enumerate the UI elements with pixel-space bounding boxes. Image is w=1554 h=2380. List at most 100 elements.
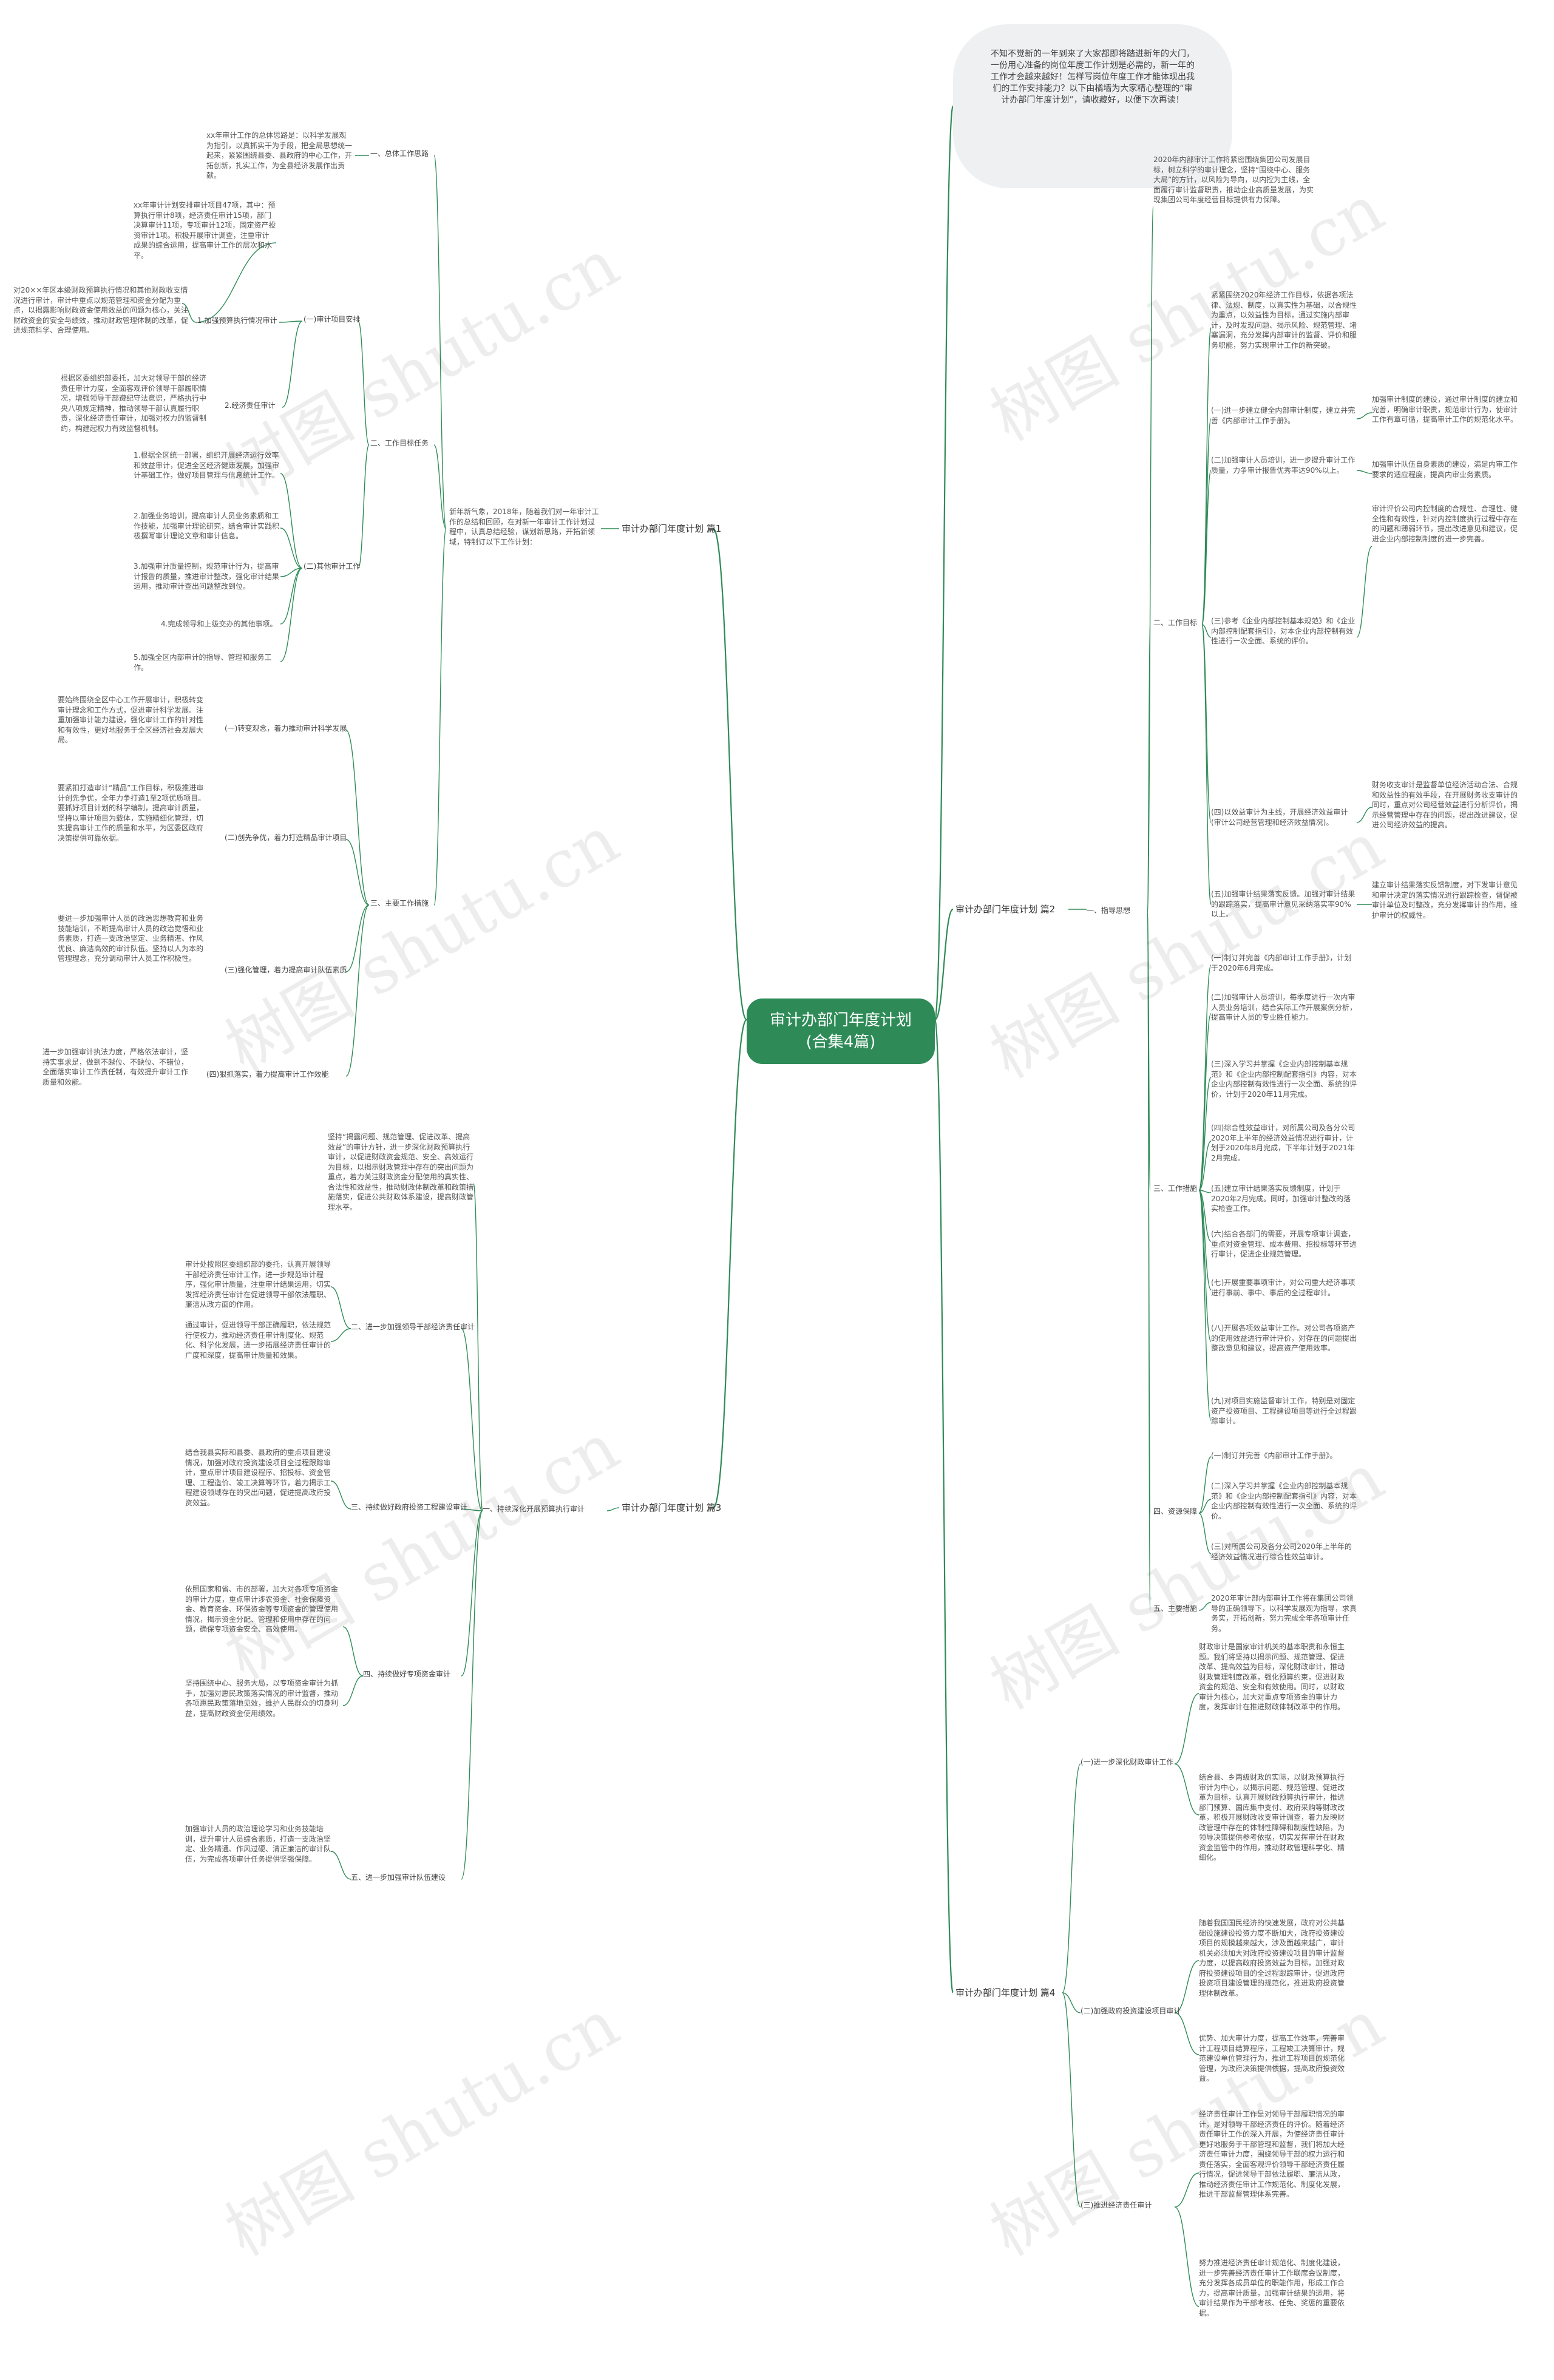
connector xyxy=(195,242,277,323)
connector xyxy=(1201,470,1212,625)
connector xyxy=(934,1019,954,1994)
p1-s1-text: xx年审计工作的总体思路是：以科学发展观为指引，以真抓实干为手段，把全局思想统一… xyxy=(206,131,353,180)
connector xyxy=(1198,1013,1212,1191)
p3-s2-label[interactable]: 二、进一步加强领导干部经济责任审计 xyxy=(351,1323,475,1331)
p3-s4-text: 依照国家和省、市的部署，加大对各项专项资金的审计力度，重点审计涉农资金、社会保障… xyxy=(185,1585,339,1633)
connector xyxy=(1356,546,1372,638)
connector xyxy=(1147,206,1154,913)
p2-s3-item: (六)结合各部门的需要，开展专项审计调查，重点对资金管理、成本费用、招投标等环节… xyxy=(1211,1230,1357,1258)
p1-s3-item-text: 要紧扣打造审计“精品”工作目标，积极推进审计创先争优，全年力争打造1至2项优质项… xyxy=(58,784,206,842)
p2-s2-item-text: 建立审计结果落实反馈制度，对下发审计意见和审计决定的落实情况进行跟踪检查，督促被… xyxy=(1372,881,1518,920)
p3-s1-label[interactable]: 一、持续深化开展预算执行审计 xyxy=(483,1505,585,1513)
p1-s2-1-label[interactable]: (一)审计项目安排 xyxy=(304,315,361,324)
connector xyxy=(1198,1190,1212,1242)
p1-s3-item-label[interactable]: (三)强化管理，着力提高审计队伍素质 xyxy=(225,966,347,974)
connector xyxy=(1198,1499,1212,1514)
connector xyxy=(433,155,447,529)
connector xyxy=(1198,1190,1212,1193)
p1-s3-item-text: 要进一步加强审计人员的政治思想教育和业务技能培训，不断提高审计人员的政治觉悟和业… xyxy=(58,914,204,963)
root-topic[interactable]: 审计办部门年度计划(合集4篇) xyxy=(747,998,935,1064)
p4-s2-label[interactable]: (二)加强政府投资建设项目审计 xyxy=(1081,2007,1181,2015)
connector xyxy=(1174,2206,1199,2307)
connector xyxy=(1174,2172,1199,2208)
p1-s3-item-label[interactable]: (二)创先争优，着力打造精品审计项目 xyxy=(225,833,347,842)
p3-s1-text: 坚持“揭露问题、规范管理、促进改革、提高效益”的审计方针，进一步深化财政预算执行… xyxy=(328,1133,474,1212)
p4-s1-text: 财政审计是国家审计机关的基本职责和永恒主题。我们将坚持以揭示问题、规范管理、促进… xyxy=(1199,1643,1345,1711)
connector xyxy=(1201,624,1212,823)
p4-s3-label[interactable]: (三)推进经济责任审计 xyxy=(1081,2201,1152,2209)
connector xyxy=(280,568,303,577)
p2-s2-text: 紧紧围绕2020年经济工作目标，依据各项法律、法规、制度，以真实性为基础，以合规… xyxy=(1211,291,1357,350)
connector xyxy=(1201,624,1212,638)
p2-s3-label[interactable]: 三、工作措施 xyxy=(1153,1184,1198,1193)
p2-s2-item-label[interactable]: (三)参考《企业内部控制基本规范》和《企业内部控制配套指引》，对本企业内部控制有… xyxy=(1211,617,1356,645)
p3-s4-label[interactable]: 四、持续做好专项资金审计 xyxy=(363,1670,451,1678)
connector xyxy=(342,1626,364,1677)
connector xyxy=(182,303,197,323)
branch-part-4[interactable]: 审计办部门年度计划 篇4 xyxy=(955,1987,1056,1998)
p1-s2-1-1-extra: 对20××年区本级财政预算执行情况和其他财政收支情况进行审计，审计中重点以规范管… xyxy=(13,286,189,334)
p2-s3-item: (八)开展各项效益审计工作。对公司各项资产的使用效益进行审计评价，对存在的问题提… xyxy=(1211,1324,1357,1352)
connector xyxy=(345,904,370,972)
p1-s2-1-2-label[interactable]: 2.经济责任审计 xyxy=(225,401,276,410)
p3-s2-text: 审计处按照区委组织部的委托，认真开展领导干部经济责任审计工作，进一步规范审计程序… xyxy=(185,1260,331,1309)
p2-s2-item-label[interactable]: (一)进一步建立健全内部审计制度，建立并完善《内部审计工作手册》。 xyxy=(1211,406,1356,425)
p2-s2-item-label[interactable]: (二)加强审计人员培训，进一步提升审计工作质量，力争审计报告优秀率达90%以上。 xyxy=(1211,456,1356,475)
connector xyxy=(282,320,303,408)
p1-s2-2-item: 5.加强全区内部审计的指导、管理和服务工作。 xyxy=(134,653,272,672)
connector xyxy=(461,1328,483,1511)
p1-s1-label[interactable]: 一、总体工作思路 xyxy=(370,149,429,158)
connector xyxy=(1198,1190,1212,1342)
connector xyxy=(461,1510,483,1677)
p2-s1-text: 2020年内部审计工作将紧密围绕集团公司发展目标，树立科学的审计理念，坚持“围绕… xyxy=(1153,155,1314,204)
branch-part-2[interactable]: 审计办部门年度计划 篇2 xyxy=(955,904,1056,915)
p2-s5-label[interactable]: 五、主要措施 xyxy=(1153,1604,1198,1613)
connector xyxy=(330,1480,351,1510)
p2-s2-item-text: 加强审计队伍自身素质的建设，满足内审工作要求的适应程度，提高内审业务素质。 xyxy=(1372,460,1518,479)
p3-s4-text2: 坚持围绕中心、服务大局，以专项资金审计为抓手，加强对惠民政策落实情况的审计监督，… xyxy=(185,1679,339,1718)
p1-s2-1-1-label[interactable]: 1.加强预算执行情况审计 xyxy=(197,316,277,325)
connector xyxy=(1147,912,1151,1611)
connector xyxy=(330,1851,351,1880)
p4-s1-label[interactable]: (一)进一步深化财政审计工作 xyxy=(1081,1758,1174,1766)
connector xyxy=(1174,1693,1199,1765)
p1-s3-item-label[interactable]: (四)狠抓落实，着力提高审计工作效能 xyxy=(206,1070,329,1079)
p1-s2-2-item: 1.根据全区统一部署，组织开展经济运行效率和效益审计，促进全区经济健康发展，加强… xyxy=(134,451,280,480)
p1-s2-1-2-text: 根据区委组织部委托，加大对领导干部的经济责任审计力度，全面客观评价领导干部履职情… xyxy=(61,374,207,433)
connector xyxy=(1201,624,1212,905)
connector xyxy=(280,527,303,569)
connector xyxy=(934,908,954,1021)
connector xyxy=(345,730,370,906)
p1-s3-item-text: 进一步加强审计执法力度，严格依法审计，坚持实事求是，做到不越位、不缺位、不错位，… xyxy=(42,1048,189,1087)
p4-s3-text: 经济责任审计工作是对领导干部履职情况的审计，是对领导干部经济责任的评价。随着经济… xyxy=(1199,2110,1345,2199)
connector xyxy=(1356,412,1372,419)
p1-s2-2-label[interactable]: (二)其他审计工作 xyxy=(304,562,361,571)
p3-s3-label[interactable]: 三、持续做好政府投资工程建设审计 xyxy=(351,1503,468,1511)
p1-s2-label[interactable]: 二、工作目标任务 xyxy=(370,439,429,447)
connector xyxy=(342,1675,364,1706)
p1-s3-label[interactable]: 三、主要工作措施 xyxy=(370,899,429,907)
p2-s2-item-label[interactable]: (四)以效益审计为主线，开展经济效益审计(审计公司经营管理和经济效益情况)。 xyxy=(1211,808,1348,827)
connector xyxy=(1198,1077,1212,1191)
p2-s3-item: (四)综合性效益审计，对所属公司及各分公司2020年上半年的经济效益情况进行审计… xyxy=(1211,1124,1356,1162)
p1-s3-item-label[interactable]: (一)转变观念，着力推动审计科学发展 xyxy=(225,724,347,733)
connector xyxy=(1356,807,1372,823)
connector xyxy=(712,1019,748,1509)
p2-s1-label[interactable]: 一、指导思想 xyxy=(1087,906,1131,915)
branch-part-3[interactable]: 审计办部门年度计划 篇3 xyxy=(622,1502,722,1513)
connector xyxy=(1062,1763,1081,1993)
connector xyxy=(1198,1602,1212,1611)
connector xyxy=(1174,2012,1199,2055)
p3-s3-text: 结合我县实际和县委、县政府的重点项目建设情况，加强对政府投资建设项目全过程跟踪审… xyxy=(185,1448,331,1507)
connector xyxy=(345,839,370,906)
p2-s2-label[interactable]: 二、工作目标 xyxy=(1153,619,1198,627)
p2-s4-label[interactable]: 四、资源保障 xyxy=(1153,1507,1198,1516)
p2-s2-item-label[interactable]: (五)加强审计结果落实反馈。加强对审计结果的跟踪落实，提高审计意见采纳落实率90… xyxy=(1211,890,1356,918)
p2-s3-item: (九)对项目实施监督审计工作，特别是对固定资产投资项目、工程建设项目等进行全过程… xyxy=(1211,1397,1357,1425)
connector xyxy=(473,1183,483,1511)
connector xyxy=(1198,1141,1212,1191)
p2-s2-item-text: 审计评价公司内控制度的合规性、合理性、健全性和有效性，针对内控制度执行过程中存在… xyxy=(1372,504,1518,543)
branch-part-1[interactable]: 审计办部门年度计划 篇1 xyxy=(622,523,722,534)
p3-s5-label[interactable]: 五、进一步加强审计队伍建设 xyxy=(351,1873,446,1882)
